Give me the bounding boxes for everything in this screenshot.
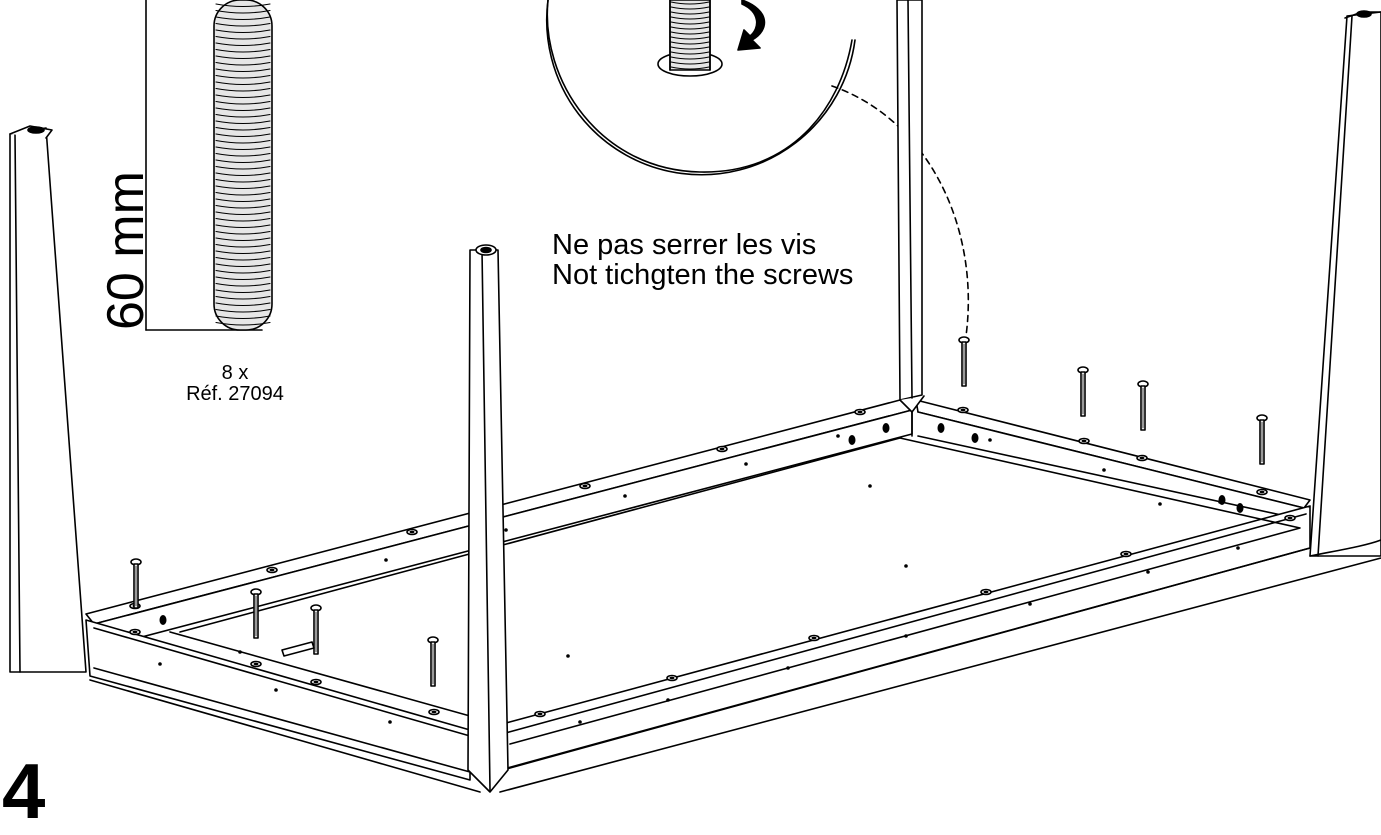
detail-magnifier [545, 0, 970, 337]
instruction-french: Ne pas serrer les vis [552, 229, 817, 261]
assembly-diagram [9, 0, 1381, 793]
rail-holes [129, 406, 1296, 724]
step-number: 4 [2, 747, 46, 835]
leg-front-center [467, 244, 509, 793]
leg-rear-left [9, 125, 87, 673]
table-frame [85, 399, 1381, 793]
instruction-note: Ne pas serrer les vis Not tichgten the s… [552, 230, 853, 291]
screw-thread-closeup [145, 0, 273, 331]
rotation-arrow-icon [737, 0, 766, 51]
screw-reference: 8 x Réf. 27094 [150, 363, 320, 405]
bracket [281, 641, 315, 657]
screw-quantity: 8 x [221, 362, 249, 384]
leg-rear-center [896, 0, 925, 413]
screw-ref-number: Réf. 27094 [186, 383, 284, 405]
instruction-english: Not tichgten the screws [552, 259, 854, 292]
dimension-label: 60 mm [97, 171, 155, 330]
leg-rear-right [1309, 10, 1381, 557]
